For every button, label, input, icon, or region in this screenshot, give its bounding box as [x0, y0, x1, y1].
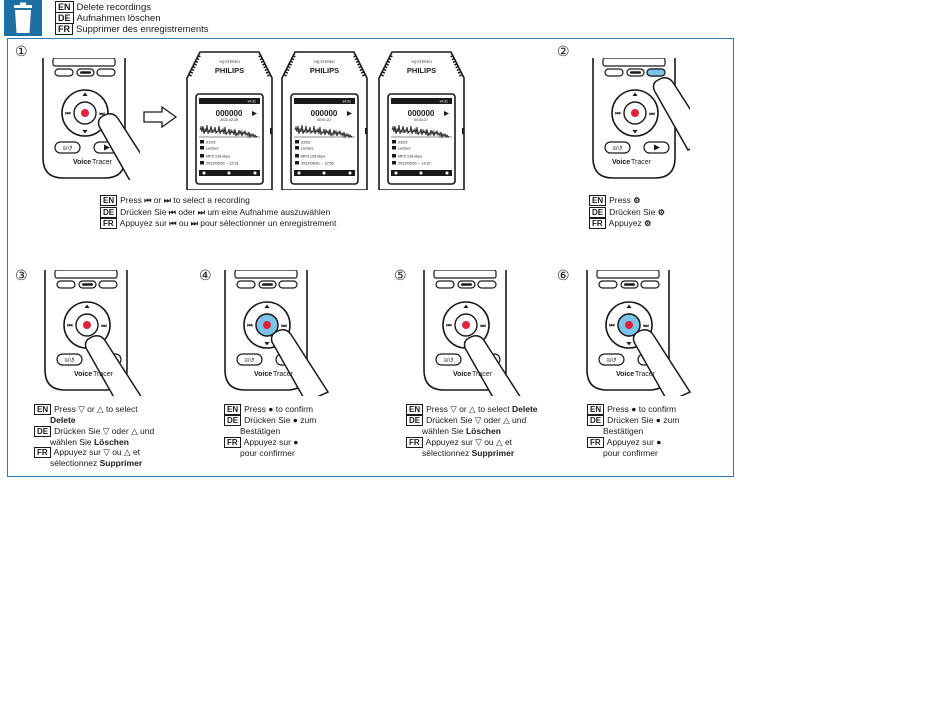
- header-title-en: Delete recordings: [76, 2, 151, 13]
- device-subtitle: HQ STEREO: [219, 60, 240, 64]
- header-title-fr: Supprimer des enregistrements: [76, 24, 209, 35]
- lang-tag: FR: [55, 23, 73, 35]
- file-datetime: 2022/06/01 – 12:51: [206, 162, 239, 166]
- file-format: MP3 128 kbps: [398, 155, 422, 159]
- header-title-de: Aufnahmen löschen: [76, 13, 161, 24]
- step-number-1: ①: [15, 43, 28, 59]
- device-subtitle: HQ STEREO: [411, 60, 432, 64]
- file-count: 01/03: [206, 141, 216, 145]
- device-illustration: Voice Tracer: [224, 270, 329, 396]
- svg-text:Voice: Voice: [73, 159, 91, 166]
- recording-length: 00:04:27: [414, 118, 428, 122]
- status-time: 14:31: [247, 100, 256, 104]
- counter-time: 000000: [408, 109, 435, 118]
- counter-time: 000000: [311, 109, 338, 118]
- step-number-6: ⑥: [557, 267, 570, 283]
- device-illustration: Voice Tracer: [586, 270, 691, 396]
- svg-text:Voice: Voice: [74, 371, 92, 378]
- svg-text:Tracer: Tracer: [273, 371, 294, 378]
- device-illustration: Voice Tracer: [592, 58, 690, 179]
- folder-name: Lecture: [301, 147, 314, 151]
- brand-logo: PHILIPS: [215, 66, 244, 75]
- step-number-5: ⑤: [394, 267, 407, 283]
- svg-text:Tracer: Tracer: [635, 371, 656, 378]
- brand-logo: PHILIPS: [310, 66, 339, 75]
- file-datetime: 2022/06/01 – 13:37: [398, 162, 431, 166]
- step-number-4: ④: [199, 267, 212, 283]
- folder-name: Lecture: [206, 147, 219, 151]
- step-number-3: ③: [15, 267, 28, 283]
- status-time: 14:31: [342, 100, 351, 104]
- svg-text:Tracer: Tracer: [93, 371, 114, 378]
- recording-length: 2022-02-25: [220, 118, 238, 122]
- svg-text:Voice: Voice: [254, 371, 272, 378]
- arrow-right-icon: [143, 106, 178, 128]
- file-count: 03/03: [398, 141, 408, 145]
- gear-icon: ⚙: [644, 219, 652, 228]
- gear-icon: ⚙: [657, 207, 665, 217]
- device-illustration: Voice Tracer: [423, 270, 522, 396]
- recorder-screen-illustration: HQ STEREO PHILIPS 14:31 000000 2022-02-2…: [186, 51, 273, 190]
- status-time: 14:31: [439, 100, 448, 104]
- file-count: 02/03: [301, 141, 311, 145]
- svg-text:Voice: Voice: [453, 371, 471, 378]
- file-format: MP3 128 kbps: [301, 155, 325, 159]
- step-number-2: ②: [557, 43, 570, 59]
- device-illustration: Voice Tracer: [44, 270, 143, 396]
- file-datetime: 2022/06/01 – 12:55: [301, 162, 334, 166]
- brand-logo: PHILIPS: [407, 66, 436, 75]
- counter-time: 000000: [216, 109, 243, 118]
- folder-name: Lecture: [398, 147, 411, 151]
- instruction-frame: [7, 38, 734, 477]
- gear-icon: ⚙: [633, 196, 641, 205]
- svg-text:Voice: Voice: [612, 159, 630, 166]
- recorder-screen-illustration: HQ STEREO PHILIPS 14:31 000000 00:04:27 …: [378, 51, 465, 190]
- svg-text:Voice: Voice: [616, 371, 634, 378]
- recorder-screen-illustration: HQ STEREO PHILIPS 14:31 000000 00:01:22 …: [281, 51, 368, 190]
- device-illustration: Voice Tracer: [42, 58, 140, 180]
- device-subtitle: HQ STEREO: [314, 60, 335, 64]
- trash-icon: [4, 0, 42, 36]
- file-format: MP3 128 kbps: [206, 155, 230, 159]
- recording-length: 00:01:22: [317, 118, 331, 122]
- svg-text:Tracer: Tracer: [92, 159, 113, 166]
- svg-text:Tracer: Tracer: [472, 371, 493, 378]
- svg-text:Tracer: Tracer: [631, 159, 652, 166]
